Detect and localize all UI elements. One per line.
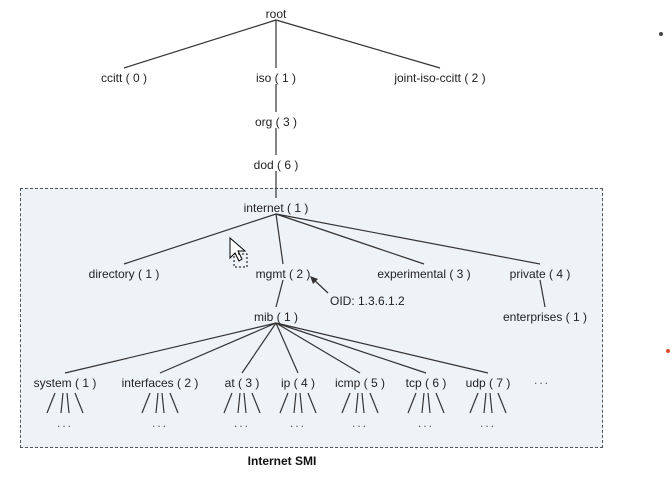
leaf-branch-ip-2	[299, 392, 303, 414]
leaf-branch-udp-3	[497, 392, 507, 414]
leaf-ellipsis-at: ...	[234, 416, 250, 430]
edge-mib-at	[241, 322, 277, 374]
leaf-ellipsis-system: ...	[57, 416, 73, 430]
node-ccitt: ccitt ( 0 )	[101, 71, 147, 85]
edge-mib-interfaces	[159, 322, 277, 374]
leaf-branch-interfaces-2	[161, 392, 165, 414]
leaf-branch-udp-1	[483, 392, 487, 414]
node-experimental: experimental ( 3 )	[377, 267, 470, 281]
leaf-branch-icmp-3	[369, 392, 379, 414]
oid-note: OID: 1.3.6.1.2	[330, 294, 405, 308]
node-iso: iso ( 1 )	[256, 71, 296, 85]
leaf-ellipsis-interfaces: ...	[152, 416, 168, 430]
leaf-branch-ip-1	[293, 392, 297, 414]
mouse-cursor-icon	[229, 236, 248, 268]
node-mgmt: mgmt ( 2 )	[256, 267, 311, 281]
leaf-ellipsis-tcp: ...	[418, 416, 434, 430]
leaf-branch-system-3	[74, 392, 84, 414]
edge-mib-system	[64, 322, 277, 374]
leaf-branch-interfaces-0	[141, 392, 151, 414]
edge-mib-udp	[275, 322, 489, 374]
leaf-branch-tcp-1	[421, 392, 425, 414]
edge-mib-icmp	[275, 322, 361, 374]
edge-internet-private	[275, 213, 541, 265]
leaf-branch-at-2	[243, 392, 247, 414]
node-directory: directory ( 1 )	[89, 267, 160, 281]
leaf-branch-tcp-0	[407, 392, 417, 414]
slide-bullet-icon	[666, 349, 670, 353]
edge-private-enterprises	[539, 279, 546, 308]
node-udp: udp ( 7 )	[466, 376, 511, 390]
edge-root-joint	[275, 19, 441, 69]
diagram-caption: Internet SMI	[248, 454, 317, 468]
nodes-layer: root ccitt ( 0 ) iso ( 1 ) joint-iso-ccitt …	[34, 7, 587, 390]
node-dod: dod ( 6 )	[254, 158, 299, 172]
slide-bullet-icon	[659, 32, 663, 36]
node-interfaces: interfaces ( 2 )	[122, 376, 199, 390]
edge-internet-experimental	[275, 213, 425, 265]
node-joint: joint-iso-ccitt ( 2 )	[393, 71, 485, 85]
edge-internet-mgmt	[275, 213, 284, 265]
leaf-branch-udp-0	[469, 392, 479, 414]
node-internet: internet ( 1 )	[244, 201, 309, 215]
leaf-branch-udp-2	[489, 392, 493, 414]
leaf-branch-system-1	[60, 392, 64, 414]
node-ip: ip ( 4 )	[281, 376, 315, 390]
leaf-branch-ip-0	[279, 392, 289, 414]
leaf-branch-ip-3	[307, 392, 317, 414]
node-system: system ( 1 )	[34, 376, 97, 390]
leaf-branch-tcp-3	[435, 392, 445, 414]
node-private: private ( 4 )	[510, 267, 571, 281]
edge-mib-ip	[275, 322, 299, 374]
edge-mib-tcp	[275, 322, 427, 374]
leaf-fans-layer: .....................	[46, 392, 507, 430]
node-enterprises: enterprises ( 1 )	[503, 310, 587, 324]
leaf-branch-interfaces-3	[169, 392, 179, 414]
edge-mgmt-mib	[275, 279, 284, 308]
leaf-ellipsis-udp: ...	[480, 416, 496, 430]
node-org: org ( 3 )	[255, 115, 297, 129]
node-mib: mib ( 1 )	[254, 310, 298, 324]
leaf-ellipsis-ip: ...	[290, 416, 306, 430]
edges-layer	[64, 19, 546, 374]
node-tcp: tcp ( 6 )	[406, 376, 447, 390]
leaf-branch-system-0	[46, 392, 56, 414]
leaf-branch-at-1	[237, 392, 241, 414]
leaf-branch-system-2	[66, 392, 70, 414]
edge-root-ccitt	[123, 19, 277, 69]
leaf-branch-at-0	[223, 392, 233, 414]
leaf-branch-icmp-2	[361, 392, 365, 414]
edge-internet-directory	[123, 213, 277, 265]
more-groups-ellipsis: ...	[534, 373, 550, 387]
oid-arrow-head	[310, 276, 318, 284]
leaf-ellipsis-icmp: ...	[352, 416, 368, 430]
node-root: root	[266, 7, 287, 21]
leaf-branch-at-3	[251, 392, 261, 414]
leaf-branch-icmp-0	[341, 392, 351, 414]
leaf-branch-interfaces-1	[155, 392, 159, 414]
leaf-branch-icmp-1	[355, 392, 359, 414]
oid-annotation: OID: 1.3.6.1.2	[310, 276, 405, 308]
node-at: at ( 3 )	[225, 376, 260, 390]
internet-smi-region	[20, 188, 603, 448]
leaf-branch-tcp-2	[427, 392, 431, 414]
node-icmp: icmp ( 5 )	[335, 376, 385, 390]
